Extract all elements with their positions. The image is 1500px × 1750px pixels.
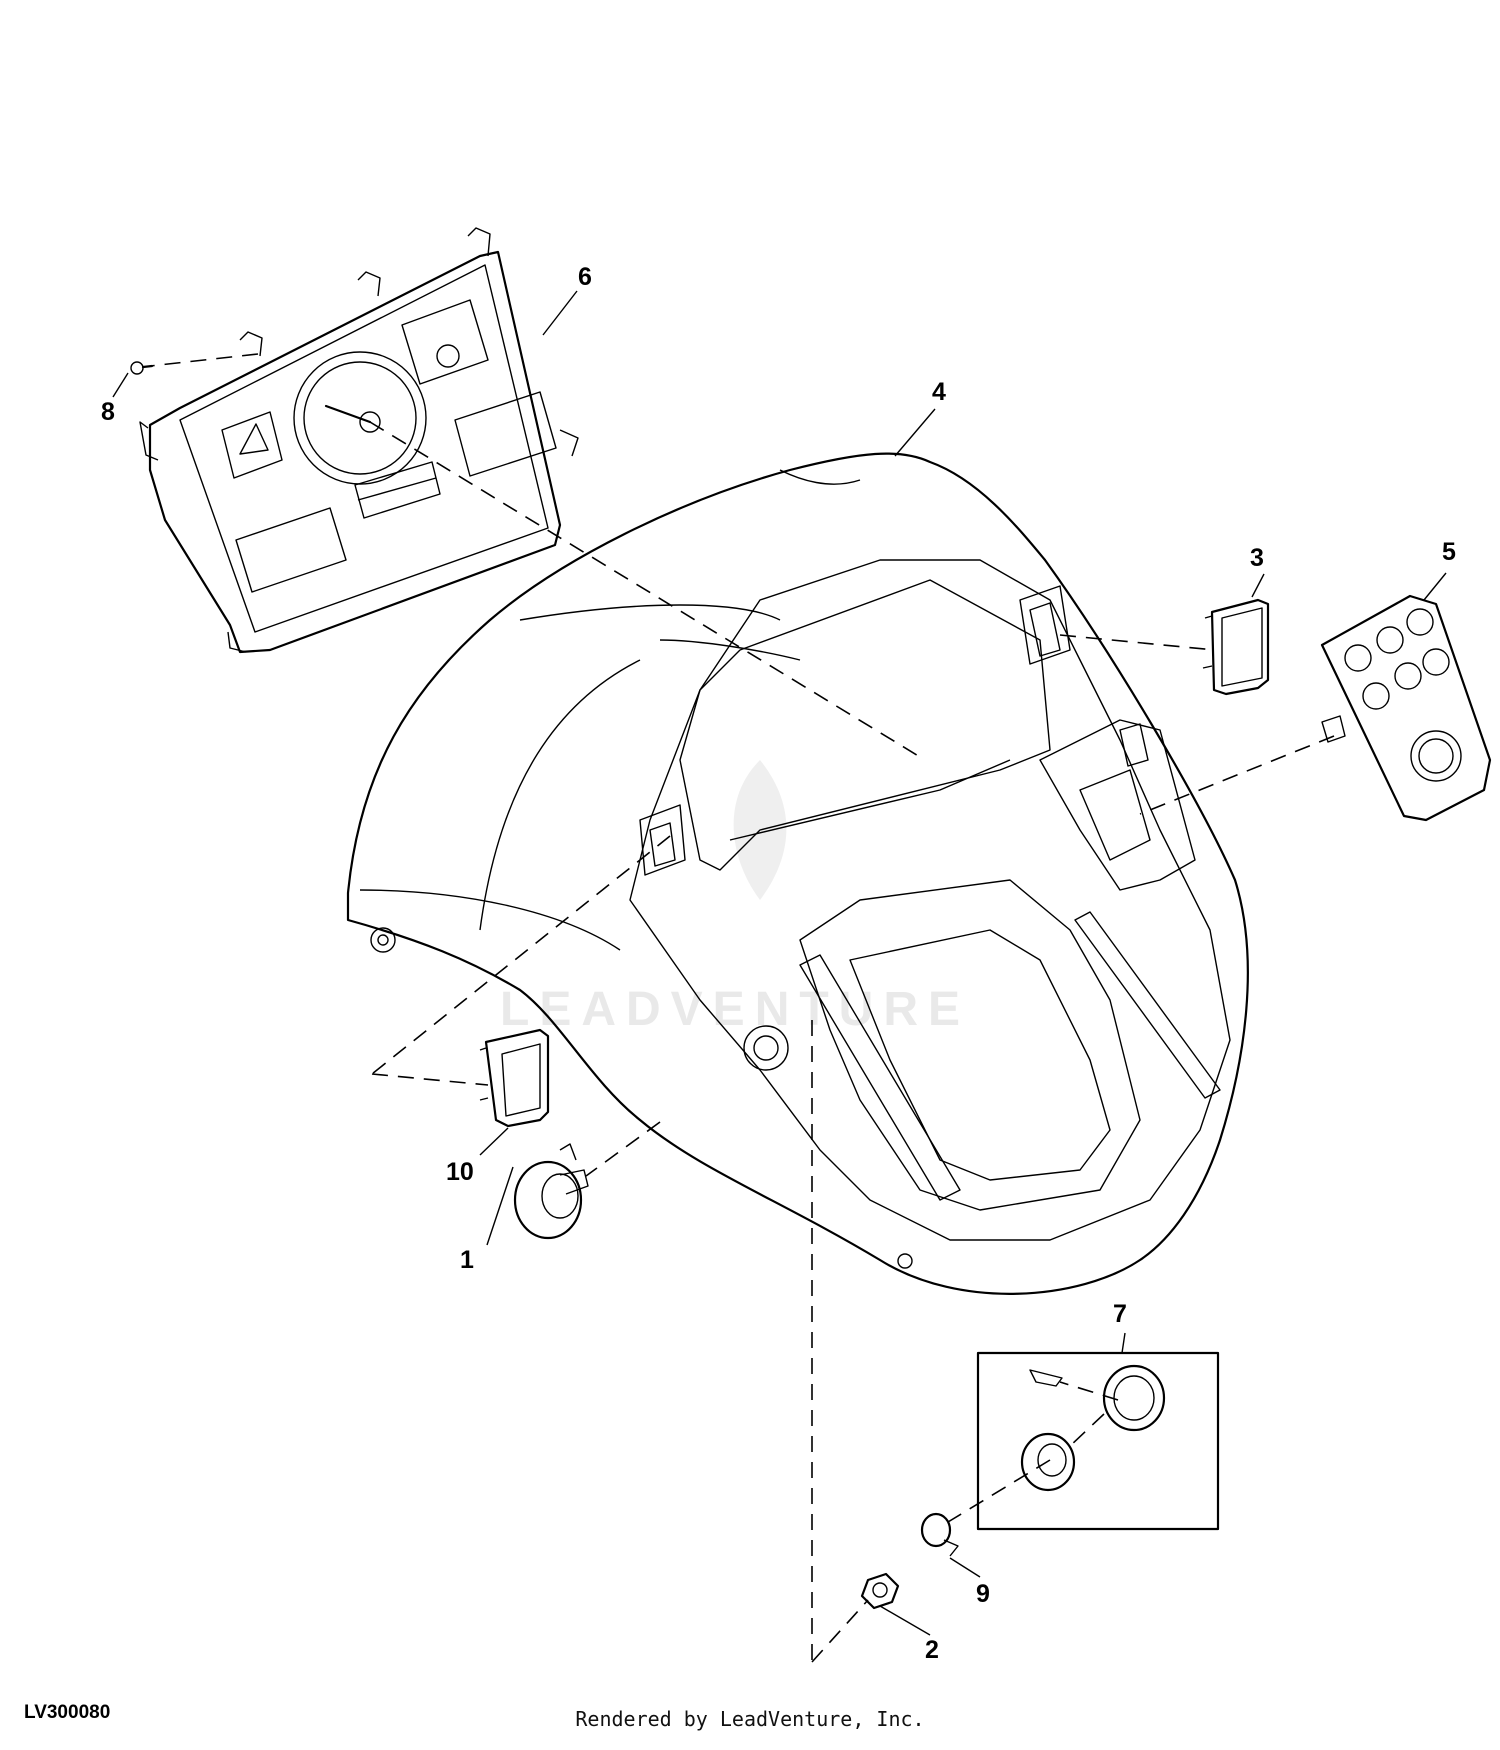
leader-lines <box>112 290 1447 1636</box>
callout-8: 8 <box>101 398 115 426</box>
clip-9 <box>920 1512 959 1557</box>
screw <box>130 361 154 375</box>
console-shroud <box>346 452 1249 1295</box>
callout-7: 7 <box>1113 1300 1127 1328</box>
knob-kit <box>976 1351 1220 1531</box>
callout-2: 2 <box>925 1636 939 1664</box>
plug-10 <box>479 1028 550 1128</box>
callout-labels: 1 2 3 4 5 6 7 8 9 10 <box>101 263 1456 1664</box>
callout-9: 9 <box>976 1580 990 1608</box>
render-credit: Rendered by LeadVenture, Inc. <box>575 1707 925 1731</box>
watermark: LEADVENTURE <box>500 760 970 1036</box>
callout-5: 5 <box>1442 538 1456 566</box>
callout-4: 4 <box>932 378 946 406</box>
switch-1 <box>513 1143 589 1240</box>
callout-10: 10 <box>446 1158 474 1186</box>
assembly-lines <box>149 353 1335 1663</box>
watermark-text: LEADVENTURE <box>500 983 970 1036</box>
switch-module <box>1320 594 1492 822</box>
plug-3 <box>1202 598 1270 696</box>
figure-id: LV300080 <box>24 1702 111 1723</box>
callout-1: 1 <box>460 1246 474 1274</box>
instrument-cluster <box>139 227 579 654</box>
callout-3: 3 <box>1250 544 1264 572</box>
callout-6: 6 <box>578 263 592 291</box>
nut-2 <box>860 1572 900 1610</box>
